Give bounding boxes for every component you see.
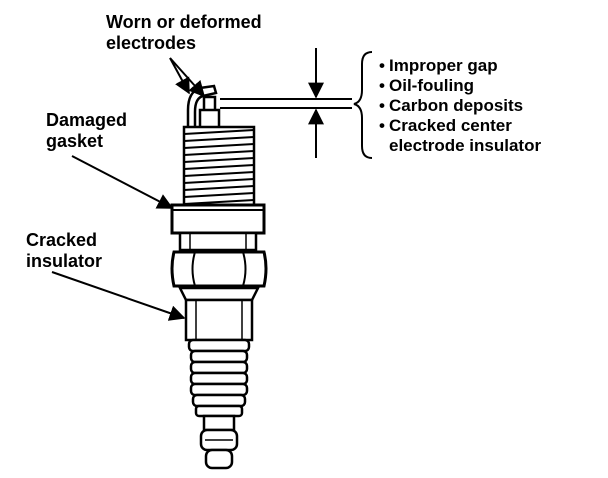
insulator-ribs [187, 338, 251, 418]
label-electrodes: Worn or deformed electrodes [106, 12, 262, 53]
cause-item: •Oil-fouling [379, 76, 474, 95]
label-insulator: Cracked insulator [26, 230, 103, 271]
leader-lines [51, 57, 206, 321]
cause-item: •Cracked center [379, 116, 512, 135]
cause-item: •Carbon deposits [379, 96, 524, 115]
threaded-section [182, 125, 256, 207]
hex-nut [170, 250, 268, 288]
brace [353, 51, 373, 159]
gap-dimension [220, 48, 352, 158]
cause-item: •Improper gap [379, 56, 498, 75]
gap-causes-list: •Improper gap •Oil-fouling •Carbon depos… [379, 56, 541, 156]
ground-electrode [186, 84, 218, 134]
terminal-nut [199, 414, 239, 470]
label-gasket: Damaged gasket [46, 110, 128, 151]
cause-item-continuation: electrode insulator [389, 136, 542, 155]
